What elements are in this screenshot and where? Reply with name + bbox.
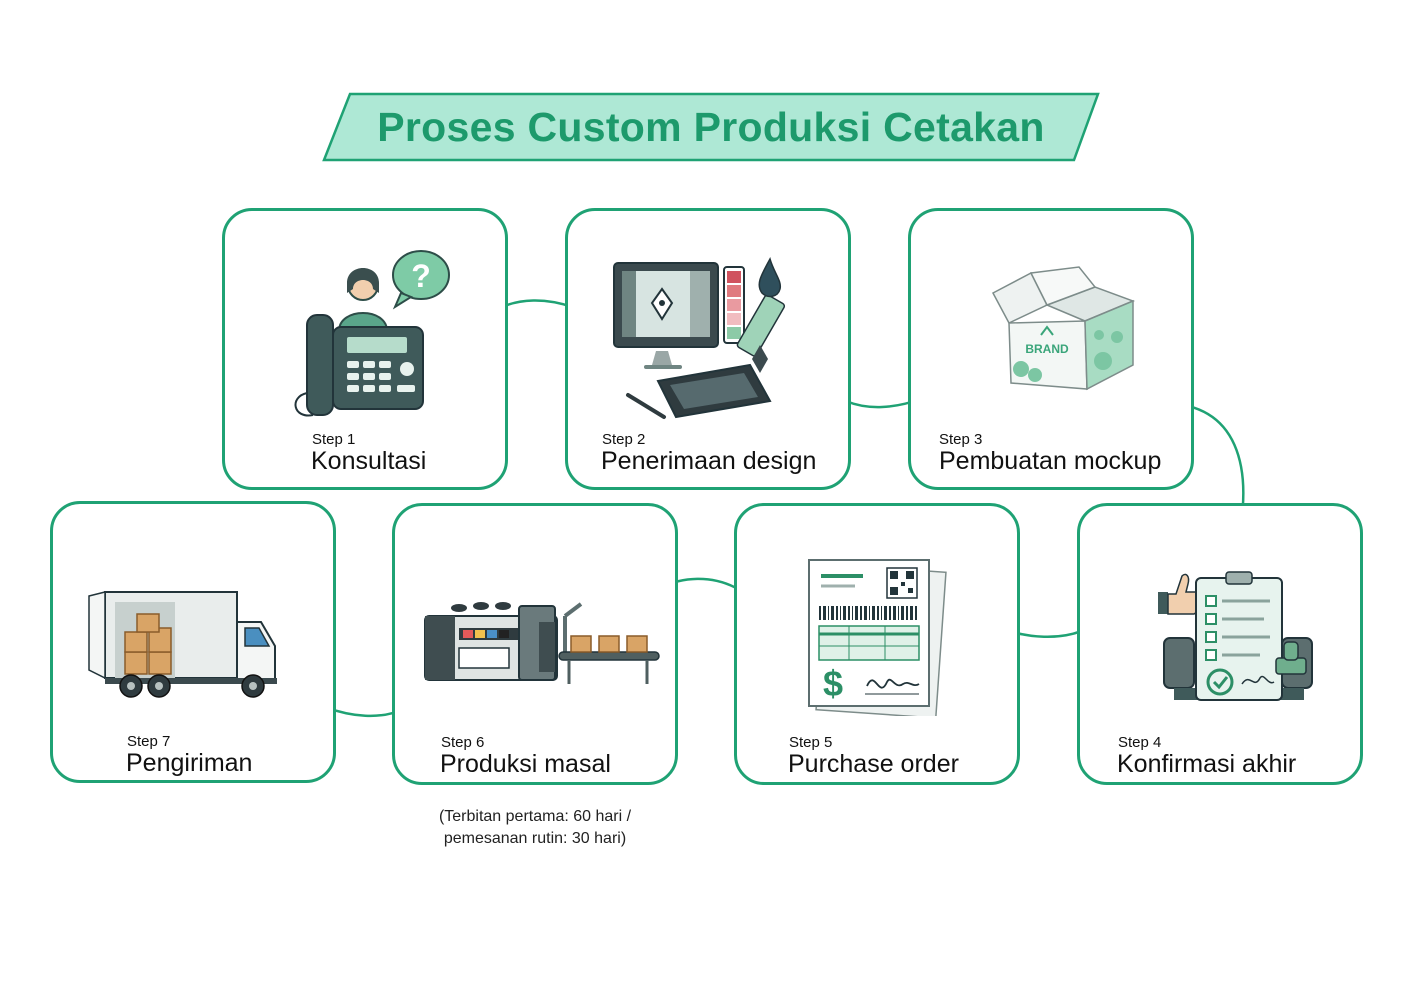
- step-card-6: Step 6 Produksi masal: [392, 503, 678, 785]
- svg-text:?: ?: [411, 258, 431, 294]
- step-number: Step 1: [312, 431, 356, 448]
- page-title: Proses Custom Produksi Cetakan: [377, 103, 1045, 150]
- step-card-5: $ Step 5 Purchase order: [734, 503, 1020, 785]
- step-number: Step 4: [1118, 734, 1162, 751]
- step-title: Penerimaan design: [601, 447, 817, 475]
- note-line-1: (Terbitan pertama: 60 hari /: [438, 808, 632, 825]
- call-center-phone-icon: ?: [283, 247, 453, 427]
- note-line-2: pemesanan rutin: 30 hari): [443, 830, 627, 847]
- approval-checklist-icon: [1154, 568, 1324, 713]
- step-number: Step 7: [127, 733, 171, 750]
- step-number: Step 2: [602, 431, 646, 448]
- title-banner: Proses Custom Produksi Cetakan: [322, 92, 1100, 162]
- delivery-truck-icon: [85, 588, 285, 703]
- step-card-3: BRAND Step 3 Pembuatan mockup: [908, 208, 1194, 490]
- step-title: Purchase order: [788, 750, 959, 778]
- printing-machine-icon: [419, 592, 663, 697]
- svg-text:$: $: [823, 663, 843, 704]
- step-card-4: Step 4 Konfirmasi akhir: [1077, 503, 1363, 785]
- step-title: Pengiriman: [126, 749, 253, 777]
- step-card-7: Step 7 Pengiriman: [50, 501, 336, 783]
- invoice-document-icon: $: [805, 556, 955, 721]
- step-title: Konfirmasi akhir: [1117, 750, 1297, 778]
- step-title: Pembuatan mockup: [939, 447, 1162, 475]
- step-title: Produksi masal: [440, 750, 611, 778]
- step-number: Step 3: [939, 431, 983, 448]
- production-time-note: (Terbitan pertama: 60 hari / pemesanan r…: [400, 806, 670, 850]
- step-title: Konsultasi: [311, 447, 427, 475]
- design-workstation-icon: [610, 255, 810, 430]
- step-card-2: Step 2 Penerimaan design: [565, 208, 851, 490]
- step-card-1: ? Step 1 Konsultasi: [222, 208, 508, 490]
- step-number: Step 5: [789, 734, 833, 751]
- box-mockup-icon: BRAND: [983, 265, 1143, 400]
- box-brand-label: BRAND: [1025, 342, 1069, 356]
- step-number: Step 6: [441, 734, 485, 751]
